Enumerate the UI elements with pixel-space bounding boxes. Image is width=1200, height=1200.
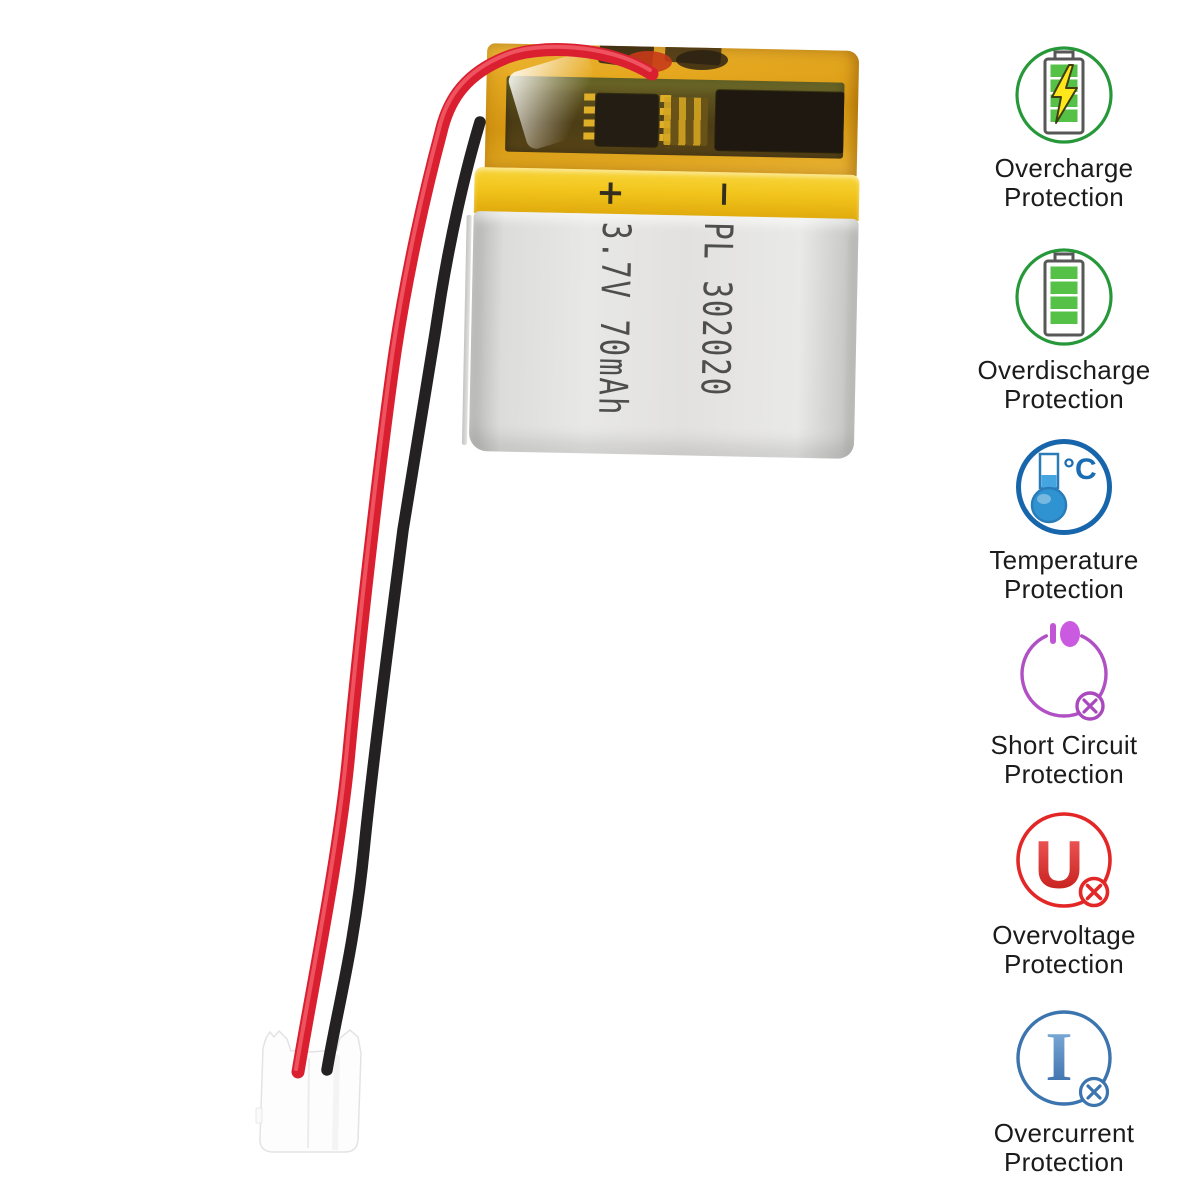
nickel-tab [676,50,728,70]
feature-label: Temperature Protection [989,545,1139,604]
feature-overcurrent: I Overcurrent Protection [956,1008,1172,1177]
overcurrent-protection-icon: I [1016,1010,1112,1108]
voltage-symbol: U [1034,827,1083,903]
overdischarge-protection-icon [1015,248,1113,346]
feature-label: Overvoltage Protection [992,920,1136,979]
short-circuit-protection-icon [1020,621,1108,721]
feature-overcharge: Overcharge Protection [956,43,1172,212]
red-wire [291,43,659,1079]
overcharge-protection-icon [1015,46,1113,144]
feature-temperature: °C Temperature Protection [956,435,1172,604]
x-mark-icon [1082,698,1098,714]
feature-short-circuit: Short Circuit Protection [956,620,1172,789]
feature-label: Short Circuit Protection [990,730,1138,789]
x-mark-icon [1086,1084,1102,1100]
black-wire [321,116,486,1076]
feature-label: Overcurrent Protection [993,1118,1135,1177]
jst-connector [255,1029,362,1153]
overvoltage-protection-icon: U [1016,812,1112,908]
temperature-protection-icon: °C [1016,439,1112,535]
feature-overdischarge: Overdischarge Protection [956,245,1172,414]
feature-label: Overcharge Protection [994,153,1134,212]
degree-symbol: °C [1063,453,1097,486]
x-mark-icon [1085,883,1103,901]
feature-overvoltage: U Overvoltage Protection [956,810,1172,979]
red-wire-sheen [294,44,652,1071]
current-symbol: I [1045,1019,1072,1096]
lightning-bolt-icon [1051,64,1078,124]
thermometer-bulb [1030,486,1068,524]
feature-label: Overdischarge Protection [977,355,1151,414]
